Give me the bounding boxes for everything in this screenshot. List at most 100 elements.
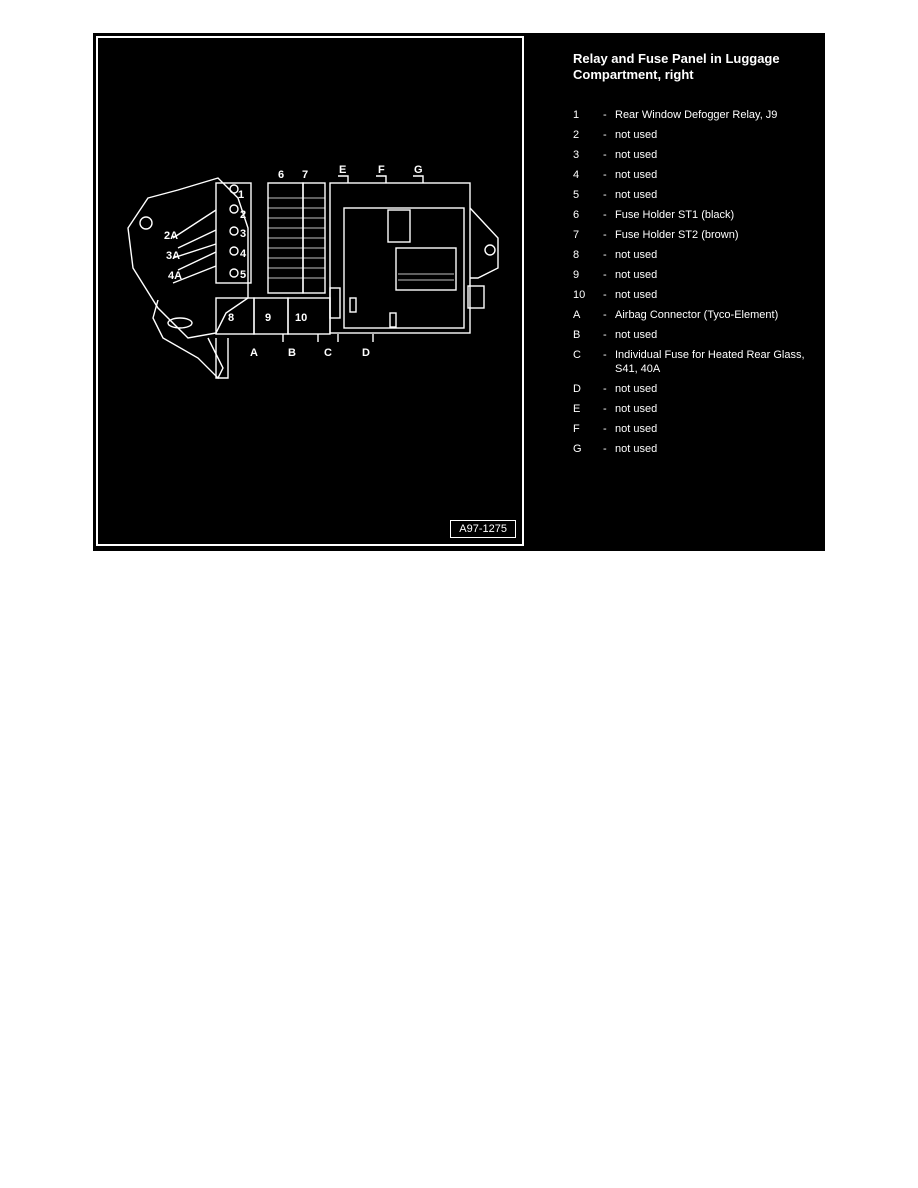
legend-key: A	[573, 309, 581, 321]
legend-key: 8	[573, 249, 580, 261]
legend-key: B	[573, 329, 581, 341]
legend-row: 5-not used	[571, 188, 821, 202]
legend-dash: -	[603, 269, 607, 281]
legend-row: 1-Rear Window Defogger Relay, J9	[571, 108, 821, 122]
legend-key: E	[573, 403, 581, 415]
callout-7: 7	[302, 169, 308, 181]
callout-8: 8	[228, 312, 234, 324]
callout-4: 4	[240, 248, 247, 260]
left-bracket-lower	[152, 299, 224, 380]
legend-description: not used	[615, 169, 658, 181]
callout-g: G	[414, 164, 423, 176]
bottom-relay-callouts: 8 9 10	[228, 312, 307, 324]
legend-description: Rear Window Defogger Relay, J9	[615, 109, 778, 121]
callout-3a: 3A	[166, 250, 180, 262]
legend-description: not used	[615, 423, 658, 435]
callout-1: 1	[238, 189, 244, 201]
callout-5: 5	[240, 269, 246, 281]
callout-10: 10	[295, 312, 307, 324]
legend-dash: -	[603, 129, 607, 141]
callout-2a: 2A	[164, 230, 178, 242]
callout-a: A	[250, 347, 258, 359]
legend-dash: -	[603, 423, 607, 435]
legend-dash: -	[603, 289, 607, 301]
legend-row: 8-not used	[571, 248, 821, 262]
legend-row: 2 -not used	[571, 128, 821, 142]
callout-f: F	[378, 164, 385, 176]
callout-b: B	[288, 347, 296, 359]
legend-key: 1	[573, 109, 580, 121]
relay-leads	[172, 209, 217, 284]
legend-key: 5	[573, 189, 580, 201]
legend-description: not used	[615, 149, 658, 161]
legend-row: C-Individual Fuse for Heated Rear Glass,…	[571, 348, 821, 376]
legend-description: Individual Fuse for Heated Rear Glass, S…	[615, 349, 805, 375]
legend-row: 4 -not used	[571, 168, 821, 182]
legend-description: not used	[615, 129, 658, 141]
legend-dash: -	[603, 229, 607, 241]
legend-key: D	[573, 383, 581, 395]
legend-description: Fuse Holder ST1 (black)	[615, 209, 735, 221]
legend-description: Fuse Holder ST2 (brown)	[615, 229, 739, 241]
legend-description: not used	[615, 189, 658, 201]
callout-2: 2	[240, 209, 246, 221]
holder-callouts: 6 7	[278, 169, 308, 181]
legend-row: D -not used	[571, 382, 821, 396]
legend-dash: -	[603, 309, 607, 321]
legend-row: 10-not used	[571, 288, 821, 302]
legend-key: 2	[573, 129, 580, 141]
legend-row: 9 -not used	[571, 268, 821, 282]
legend-key: 6	[573, 209, 580, 221]
top-callouts: E F G	[339, 164, 423, 176]
callout-6: 6	[278, 169, 284, 181]
module-connector-main	[395, 247, 457, 291]
legend-key: 7	[573, 229, 580, 241]
legend-dash: -	[603, 169, 607, 181]
legend: Relay and Fuse Panel in Luggage Compartm…	[571, 51, 821, 462]
left-bracket	[127, 177, 249, 339]
callout-4a: 4A	[168, 270, 182, 282]
control-module-housing	[329, 182, 471, 334]
legend-dash: -	[603, 383, 607, 395]
legend-description: not used	[615, 289, 658, 301]
figure-frame: 1 2 3 4 5 2A 3A 4A 6 7 E F	[96, 36, 524, 546]
legend-key: 3	[573, 149, 580, 161]
legend-dash: -	[603, 149, 607, 161]
legend-key: 4	[573, 169, 580, 181]
bottom-callouts: A B C D	[250, 347, 370, 359]
legend-title: Relay and Fuse Panel in Luggage Compartm…	[573, 51, 780, 82]
legend-key: F	[573, 423, 580, 435]
legend-dash: -	[603, 443, 607, 455]
legend-dash: -	[603, 403, 607, 415]
legend-description: Airbag Connector (Tyco-Element)	[615, 309, 779, 321]
relay-stack	[215, 182, 252, 284]
relay-callouts: 1 2 3 4 5	[238, 189, 247, 281]
callout-d: D	[362, 347, 370, 359]
legend-row: A -Airbag Connector (Tyco-Element)	[571, 308, 821, 322]
callout-e: E	[339, 164, 346, 176]
relay-panel-diagram: 1 2 3 4 5 2A 3A 4A 6 7 E F	[127, 164, 499, 380]
legend-dash: -	[603, 349, 607, 361]
legend-description: not used	[615, 443, 658, 455]
figure-id-label: A97-1275	[450, 520, 516, 538]
callout-3: 3	[240, 228, 246, 240]
right-bracket	[469, 207, 499, 279]
legend-description: not used	[615, 329, 658, 341]
legend-key: G	[573, 443, 582, 455]
legend-description: not used	[615, 383, 658, 395]
mount-hole-bottom	[167, 317, 193, 329]
legend-key: 9	[573, 269, 580, 281]
module-connector-top	[387, 209, 411, 243]
control-module	[343, 207, 465, 329]
legend-description: not used	[615, 269, 658, 281]
callout-c: C	[324, 347, 332, 359]
legend-row: 3 -not used	[571, 148, 821, 162]
document-panel: 1 2 3 4 5 2A 3A 4A 6 7 E F	[93, 33, 825, 551]
bracket-stem	[215, 338, 229, 379]
legend-row: G -not used	[571, 442, 821, 456]
legend-dash: -	[603, 209, 607, 221]
mount-hole-left	[139, 216, 153, 230]
relay-8-box	[215, 297, 255, 335]
legend-description: not used	[615, 403, 658, 415]
